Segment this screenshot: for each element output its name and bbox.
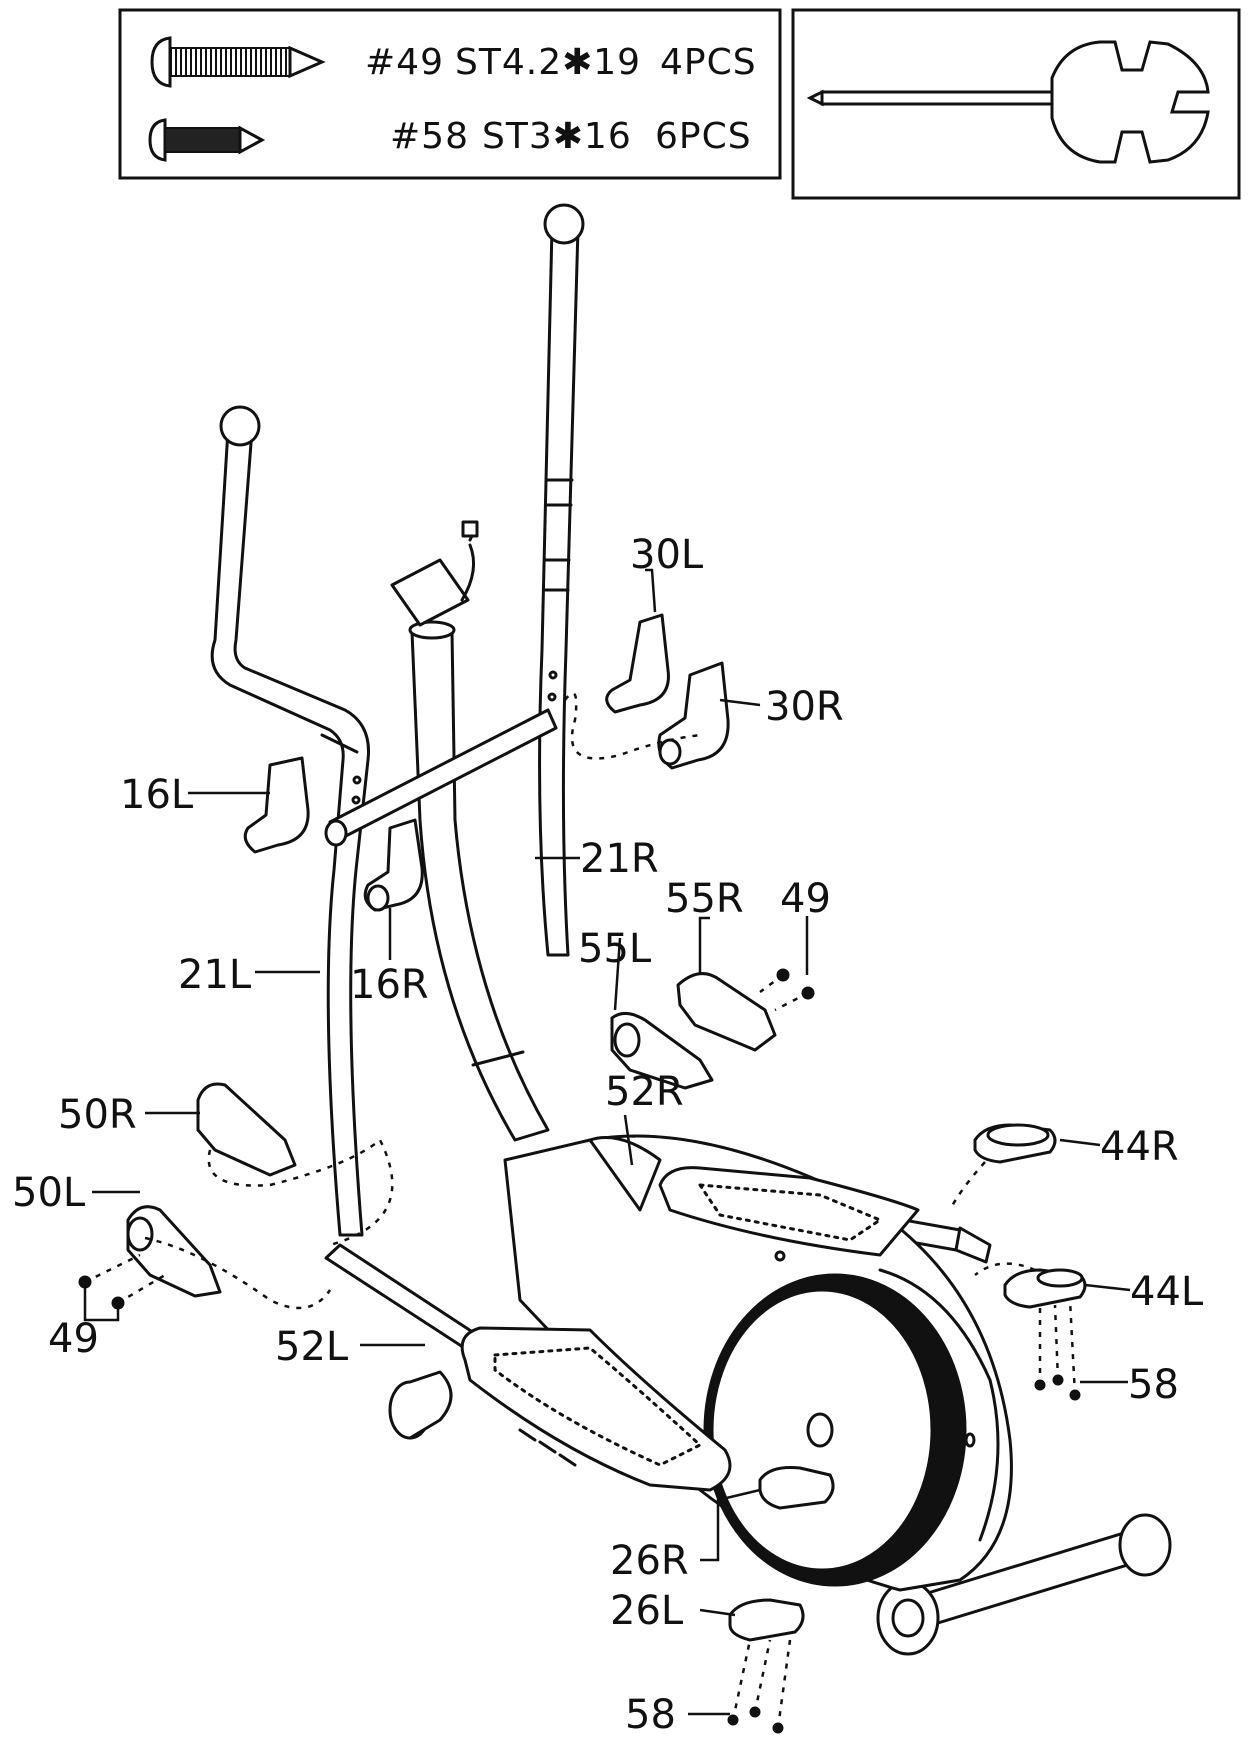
long-screw-icon [150, 36, 326, 88]
pedal-right [658, 1166, 920, 1257]
end-cap-55L [610, 1012, 714, 1090]
pedal-cap-26R [758, 1466, 835, 1510]
cover-16R [363, 818, 424, 912]
callout-52R: 52R [605, 1069, 684, 1115]
end-cap-50L [126, 1205, 222, 1298]
callout-50L: 50L [12, 1170, 86, 1216]
leader-lines [83, 568, 1131, 1716]
assembly-paths [84, 692, 1077, 1729]
callout-21L: 21L [178, 952, 252, 998]
callout-16R: 16R [350, 962, 429, 1008]
callout-52L: 52L [275, 1324, 349, 1370]
foot-cap-44R [973, 1123, 1057, 1164]
elliptical-trainer-drawing [210, 203, 1172, 1656]
screwdriver-wrench-icon [806, 40, 1210, 164]
callout-26R: 26R [610, 1538, 689, 1584]
callout-30L: 30L [630, 532, 704, 578]
hardware-box: #49 ST4.2✱19 4PCS #58 ST3✱16 6PCS [118, 8, 782, 180]
pedal-cap-26L [728, 1598, 805, 1642]
hardware-49-part: #49 [365, 42, 444, 83]
callout-44R: 44R [1100, 1124, 1179, 1170]
callout-49-top: 49 [780, 876, 831, 922]
end-cap-55R [676, 972, 777, 1052]
callout-44L: 44L [1130, 1269, 1204, 1315]
tool-box [791, 8, 1241, 200]
short-screw-icon [148, 118, 266, 162]
hardware-58-qty: 6PCS [655, 116, 752, 157]
hardware-58-part: #58 [390, 116, 469, 157]
foot-cap-44L [1003, 1268, 1087, 1309]
hardware-49-spec: ST4.2✱19 [455, 42, 641, 83]
callout-58-right: 58 [1128, 1362, 1179, 1408]
hardware-58-spec: ST3✱16 [482, 116, 632, 157]
handlebar-21R [538, 203, 585, 957]
callout-16L: 16L [120, 772, 194, 818]
cover-30L [605, 613, 670, 714]
callout-21R: 21R [580, 836, 659, 882]
rear-roller [388, 1370, 453, 1440]
hardware-49-qty: 4PCS [660, 42, 757, 83]
handlebar-21L [210, 405, 371, 1237]
callout-labels: 30L 30R 16L 16R 21R 21L 55R 49 55L 52R 5… [12, 532, 1204, 1738]
end-cap-50R [196, 1082, 297, 1177]
callout-49-left: 49 [48, 1316, 99, 1362]
center-mast [390, 520, 550, 1142]
pedal-left [460, 1326, 732, 1492]
callout-55R: 55R [665, 876, 744, 922]
exploded-parts [78, 613, 1087, 1734]
cover-16L [243, 756, 310, 854]
callout-58-bottom: 58 [625, 1692, 676, 1735]
callout-55L: 55L [578, 926, 652, 972]
front-stabilizer [876, 1513, 1172, 1656]
arm-bolt [324, 819, 348, 847]
callout-50R: 50R [58, 1092, 137, 1138]
callout-26L: 26L [610, 1588, 684, 1634]
callout-30R: 30R [765, 684, 844, 730]
